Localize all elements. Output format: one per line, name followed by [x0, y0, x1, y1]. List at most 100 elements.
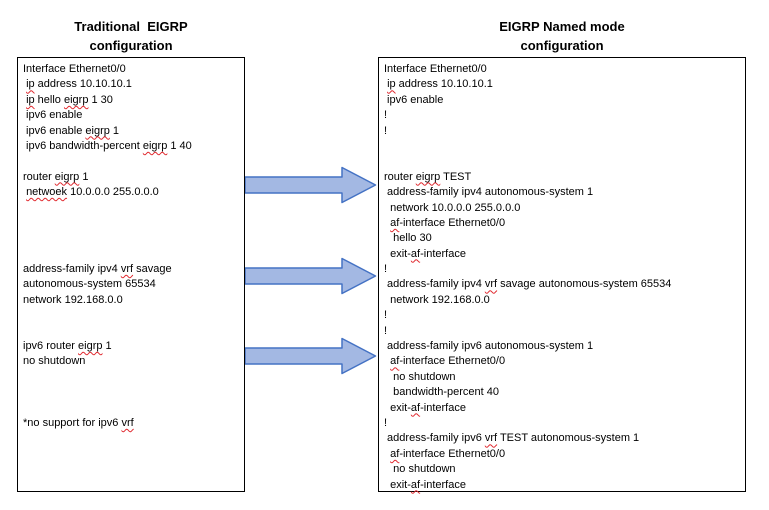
config-line: [23, 247, 242, 262]
config-line: no shutdown: [384, 370, 743, 385]
config-text: no shutdown: [384, 370, 456, 383]
config-line: network 10.0.0.0 255.0.0.0: [384, 201, 743, 216]
config-text: TEST autonomous-system 1: [497, 432, 640, 445]
misspelled-word: af: [410, 247, 421, 260]
config-line: address-family ipv4 autonomous-system 1: [384, 185, 743, 200]
config-line: no shutdown: [23, 354, 242, 369]
misspelled-word: vrf: [120, 263, 134, 276]
config-text: -interface Ethernet0/0: [399, 216, 506, 229]
config-line: autonomous-system 65534: [23, 277, 242, 292]
config-text: !: [384, 309, 388, 322]
config-line: router eigrp 1: [23, 170, 242, 185]
traditional-config-box: Interface Ethernet0/0 ip address 10.10.1…: [17, 57, 245, 492]
config-line: network 192.168.0.0: [384, 293, 743, 308]
config-line: network 192.168.0.0: [23, 293, 242, 308]
config-text: -interface: [420, 247, 466, 260]
config-text: -interface Ethernet0/0: [399, 447, 506, 460]
config-line: exit-af-interface: [384, 401, 743, 416]
config-line: exit-af-interface: [384, 247, 743, 262]
config-text: *no support for ipv6: [23, 416, 122, 429]
config-text: ipv6 router: [23, 340, 79, 353]
named-mode-config-box: Interface Ethernet0/0 ip address 10.10.1…: [378, 57, 746, 492]
config-line: no shutdown: [384, 462, 743, 477]
config-text: 1: [109, 124, 120, 137]
config-line: ip address 10.10.10.1: [23, 77, 242, 92]
config-text: savage autonomous-system 65534: [497, 278, 672, 291]
config-line: [23, 370, 242, 385]
config-line: *no support for ipv6 vrf: [23, 416, 242, 431]
config-line: af-interface Ethernet0/0: [384, 447, 743, 462]
misspelled-word: netwoek: [26, 186, 68, 199]
misspelled-word: vrf: [484, 432, 498, 445]
config-text: no shutdown: [384, 463, 456, 476]
config-text: address-family ipv6: [384, 432, 485, 445]
config-line: router eigrp TEST: [384, 170, 743, 185]
config-text: !: [384, 109, 388, 122]
config-line: !: [384, 308, 743, 323]
traditional-config-lines: Interface Ethernet0/0 ip address 10.10.1…: [23, 62, 242, 431]
config-line: ipv6 enable: [384, 93, 743, 108]
config-text: !: [384, 263, 388, 276]
config-text: address-family ipv4: [23, 263, 121, 276]
config-line: [23, 401, 242, 416]
config-text: ipv6 enable: [23, 109, 83, 122]
config-line: address-family ipv6 vrf TEST autonomous-…: [384, 431, 743, 446]
misspelled-word: eigrp: [85, 124, 110, 137]
config-line: ipv6 router eigrp 1: [23, 339, 242, 354]
config-text: autonomous-system 65534: [23, 278, 156, 291]
config-text: address 10.10.10.1: [395, 78, 493, 91]
config-text: -interface Ethernet0/0: [399, 355, 506, 368]
config-text: Interface Ethernet0/0: [23, 63, 126, 75]
config-line: !: [384, 262, 743, 277]
config-text: network 192.168.0.0: [23, 293, 123, 306]
config-text: exit-: [384, 401, 411, 414]
misspelled-word: af: [410, 478, 421, 491]
misspelled-word: eigrp: [142, 139, 168, 152]
config-text: exit-: [384, 478, 411, 491]
misspelled-word: af: [390, 216, 400, 229]
config-text: network 10.0.0.0 255.0.0.0: [384, 201, 521, 214]
config-text: router: [384, 170, 416, 183]
config-text: ipv6 bandwidth-percent: [23, 139, 143, 152]
config-line: [23, 216, 242, 231]
config-text: Interface Ethernet0/0: [384, 63, 487, 75]
config-text: -interface: [420, 401, 466, 414]
misspelled-word: vrf: [484, 278, 498, 291]
config-text: bandwidth-percent 40: [384, 386, 499, 399]
config-line: ipv6 enable: [23, 108, 242, 123]
config-line: exit-af-interface: [384, 478, 743, 493]
config-line: netwoek 10.0.0.0 255.0.0.0: [23, 185, 242, 200]
config-line: ipv6 enable eigrp 1: [23, 124, 242, 139]
config-line: !: [384, 124, 743, 139]
config-line: ip hello eigrp 1 30: [23, 93, 242, 108]
misspelled-word: eigrp: [63, 93, 89, 106]
config-line: [23, 231, 242, 246]
config-line: !: [384, 416, 743, 431]
misspelled-word: eigrp: [78, 340, 103, 353]
misspelled-word: af: [390, 355, 400, 368]
config-text: 1: [79, 170, 89, 183]
config-line: [384, 154, 743, 169]
misspelled-word: ip: [387, 78, 396, 91]
config-line: [23, 385, 242, 400]
config-text: hello 30: [384, 232, 432, 245]
config-text: router: [23, 170, 55, 183]
config-line: hello 30: [384, 231, 743, 246]
config-line: bandwidth-percent 40: [384, 385, 743, 400]
config-line: af-interface Ethernet0/0: [384, 216, 743, 231]
config-text: 1 40: [167, 139, 192, 152]
right-block-arrow-icon: [245, 337, 377, 375]
config-line: address-family ipv4 vrf savage autonomou…: [384, 277, 743, 292]
config-line: Interface Ethernet0/0: [23, 62, 242, 77]
right-block-arrow-icon: [245, 166, 377, 204]
config-line: [384, 139, 743, 154]
config-text: exit-: [384, 247, 411, 260]
config-text: address 10.10.10.1: [34, 78, 132, 91]
config-text: 10.0.0.0 255.0.0.0: [67, 186, 159, 199]
config-text: !: [384, 124, 388, 137]
config-text: !: [384, 416, 388, 429]
named-mode-config-lines: Interface Ethernet0/0 ip address 10.10.1…: [384, 62, 743, 493]
misspelled-word: vrf: [121, 416, 134, 429]
named-mode-config-title: EIGRP Named mode configuration: [499, 19, 625, 53]
